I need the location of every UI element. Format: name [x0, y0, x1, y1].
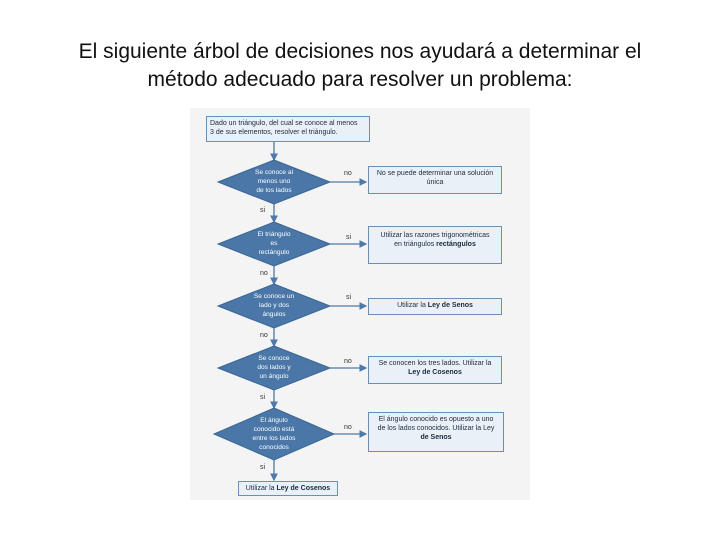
decision-text-5: El ángulo conocido está entre los lados …	[252, 417, 296, 451]
final-box: Utilizar la Ley de Cosenos	[238, 481, 338, 496]
decision-text-2: El triángulo es rectángulo	[257, 231, 291, 256]
branch-label-down-4: si	[260, 394, 266, 401]
heading-line-2: método adecuado para resolver un problem…	[147, 68, 573, 91]
outcome-box-5: El ángulo conocido es opuesto a uno de l…	[368, 412, 504, 452]
outcome-box-3: Utilizar la Ley de Senos	[368, 298, 502, 315]
branch-label-right-3: si	[346, 294, 352, 301]
branch-label-right-2: si	[346, 234, 352, 241]
decision-text-1: Se conoce al menos uno de los lados	[254, 169, 294, 194]
branch-label-right-1: no	[344, 170, 352, 177]
branch-label-down-1: si	[260, 207, 266, 214]
branch-label-right-4: no	[344, 358, 352, 365]
branch-label-down-3: no	[260, 332, 268, 339]
decision-diamond-4	[216, 345, 332, 391]
outcome-box-1: No se puede determinar una solución únic…	[368, 166, 502, 194]
flowchart-connectors	[212, 142, 368, 482]
heading-line-1: El siguiente árbol de decisiones nos ayu…	[78, 40, 642, 63]
branch-label-down-5: si	[260, 464, 266, 471]
decision-tree-diagram: Dado un triángulo, del cual se conoce al…	[190, 108, 530, 500]
decision-diamond-1	[216, 159, 332, 205]
outcome-box-4: Se conocen los tres lados. Utilizar la L…	[368, 356, 502, 384]
branch-label-right-5: no	[344, 424, 352, 431]
start-line-2: 3 de sus elementos, resolver el triángul…	[210, 129, 338, 136]
decision-diamond-5	[212, 407, 336, 461]
start-box: Dado un triángulo, del cual se conoce al…	[206, 116, 370, 142]
outcome-box-2: Utilizar las razones trigonométricas en …	[368, 226, 502, 264]
decision-diamond-3	[216, 283, 332, 329]
decision-text-4: Se conoce dos lados y un ángulo	[257, 355, 291, 380]
decision-diamond-2	[216, 221, 332, 267]
start-line-1: Dado un triángulo, del cual se conoce al…	[210, 120, 358, 127]
decision-text-3: Se conoce un lado y dos ángulos	[253, 293, 295, 318]
branch-label-down-2: no	[260, 270, 268, 277]
slide-heading: El siguiente árbol de decisiones nos ayu…	[40, 38, 680, 94]
